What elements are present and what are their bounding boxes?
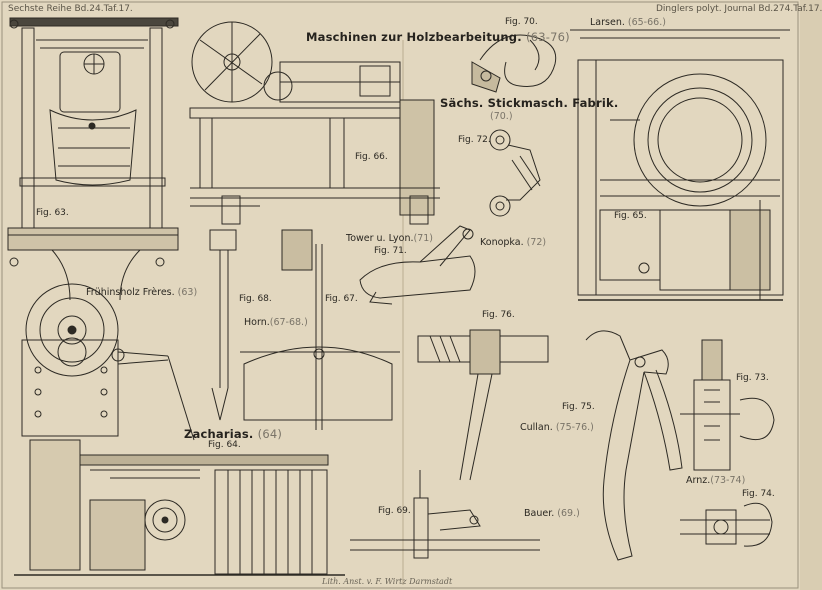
fig-label-64: Fig. 64. bbox=[208, 440, 241, 450]
title-text: Cullan. bbox=[520, 422, 553, 433]
fig64-zacharias-drawing bbox=[14, 439, 345, 576]
fig-label-70: Fig. 70. bbox=[505, 17, 538, 27]
plate-border bbox=[1, 1, 799, 589]
label-zacharias: Zacharias. (64) bbox=[184, 427, 283, 441]
label-arnz: Arnz.(73-74) bbox=[686, 476, 745, 486]
title-text: Maschinen zur Holzbearbeitung. bbox=[306, 30, 522, 44]
fig67-horn-drawing bbox=[209, 229, 400, 430]
label-cullan: Cullan. (75-76.) bbox=[520, 423, 594, 433]
title-ref: (64) bbox=[257, 427, 283, 441]
fig-label-69: Fig. 69. bbox=[378, 506, 411, 516]
fig-label-63: Fig. 63. bbox=[36, 208, 69, 218]
title-text: Larsen. bbox=[590, 17, 625, 28]
lithographer-imprint: Lith. Anst. v. F. Wirtz Darmstadt bbox=[322, 577, 453, 586]
title-text: Horn. bbox=[244, 317, 270, 328]
fig70-part-drawing bbox=[471, 34, 557, 93]
title-ref: (67-68.) bbox=[269, 317, 308, 328]
fig74-arnz-drawing bbox=[680, 502, 773, 547]
title-ref: (69.) bbox=[557, 508, 580, 519]
fig-label-73: Fig. 73. bbox=[736, 373, 769, 383]
title-maschinen-zur-holzbearbeitung: Maschinen zur Holzbearbeitung. (63-76) bbox=[306, 30, 570, 44]
header-journal: Dinglers polyt. Journal Bd.274.Taf.17. bbox=[656, 4, 822, 14]
title-text: Sächs. Stickmasch. Fabrik. bbox=[440, 96, 619, 110]
fig63-press-drawing bbox=[7, 17, 179, 301]
fig71-plane-drawing bbox=[359, 225, 476, 305]
fig69-bauer-drawing bbox=[350, 470, 540, 559]
title-ref: (72) bbox=[526, 237, 547, 248]
title-ref: (75-76.) bbox=[555, 422, 594, 433]
title-ref: (65-66.) bbox=[627, 17, 666, 28]
fig-label-67: Fig. 67. bbox=[325, 294, 358, 304]
label-konopka: Konopka. (72) bbox=[480, 238, 546, 248]
fig-label-75: Fig. 75. bbox=[562, 402, 595, 412]
engraving-drawings bbox=[1, 1, 799, 589]
title-ref: (63) bbox=[177, 287, 198, 298]
fig65-larsen-drawing bbox=[570, 29, 790, 301]
fig63-flywheel-drawing bbox=[21, 283, 195, 441]
fig-label-71: Fig. 71. bbox=[374, 246, 407, 256]
title-ref: (73-74) bbox=[710, 475, 746, 486]
label-tower-lyon: Tower u. Lyon.(71) bbox=[346, 234, 433, 244]
label-bauer: Bauer. (69.) bbox=[524, 509, 580, 519]
fig76-drawing bbox=[417, 329, 549, 481]
fig-label-74: Fig. 74. bbox=[742, 489, 775, 499]
fig-label-68: Fig. 68. bbox=[239, 294, 272, 304]
title-saechs-stickmasch: Sächs. Stickmasch. Fabrik. bbox=[440, 96, 619, 110]
header-series: Sechste Reihe Bd.24.Taf.17. bbox=[8, 4, 133, 14]
fig75-cullan-drawing bbox=[585, 330, 683, 561]
title-text: Arnz. bbox=[686, 475, 711, 486]
title-text: Frühinsholz Frères. bbox=[86, 287, 175, 298]
fig-label-72: Fig. 72. bbox=[458, 135, 491, 145]
title-ref: (63-76) bbox=[526, 30, 570, 44]
fig-label-65: Fig. 65. bbox=[614, 211, 647, 221]
fig72-part-drawing bbox=[489, 129, 541, 217]
title-text: Tower u. Lyon. bbox=[346, 233, 414, 244]
label-fruehinsholz: Frühinsholz Frères. (63) bbox=[86, 288, 197, 298]
fig-label-66: Fig. 66. bbox=[355, 152, 388, 162]
title-text: Zacharias. bbox=[184, 427, 254, 441]
label-larsen: Larsen. (65-66.) bbox=[590, 18, 666, 28]
title-ref: (71) bbox=[413, 233, 434, 244]
title-text: Bauer. bbox=[524, 508, 555, 519]
fig-label-76: Fig. 76. bbox=[482, 310, 515, 320]
title-text: Konopka. bbox=[480, 237, 524, 248]
title-ref: (70.) bbox=[490, 111, 513, 122]
ref-saechs: (70.) bbox=[490, 112, 513, 122]
fig66-machine-drawing bbox=[189, 21, 440, 225]
fig73-arnz-drawing bbox=[680, 339, 775, 471]
label-horn: Horn.(67-68.) bbox=[244, 318, 308, 328]
